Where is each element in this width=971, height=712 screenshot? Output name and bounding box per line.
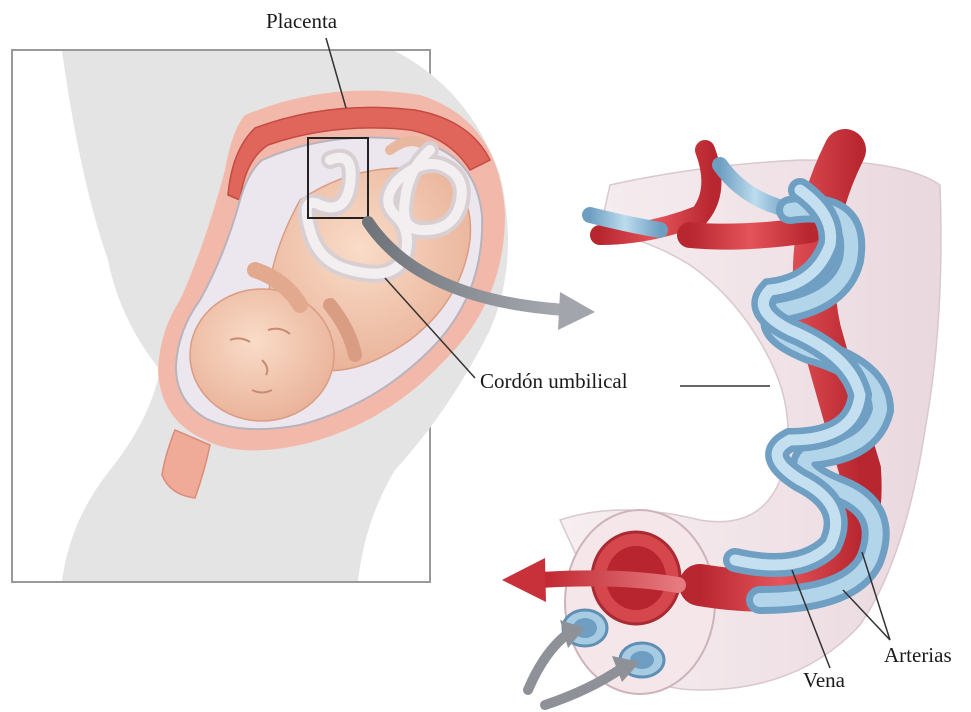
cord-closeup [502, 150, 941, 705]
label-cordon-umbilical: Cordón umbilical [480, 369, 628, 393]
blood-out-arrow-head [502, 558, 546, 602]
zoom-arrow-head [558, 292, 595, 330]
blood-out-arrow [540, 578, 678, 585]
label-arterias: Arterias [884, 643, 952, 667]
pregnancy-panel [12, 50, 508, 582]
blood-in-arrow-1 [528, 632, 570, 690]
label-vena: Vena [803, 668, 846, 692]
label-placenta: Placenta [266, 9, 338, 33]
